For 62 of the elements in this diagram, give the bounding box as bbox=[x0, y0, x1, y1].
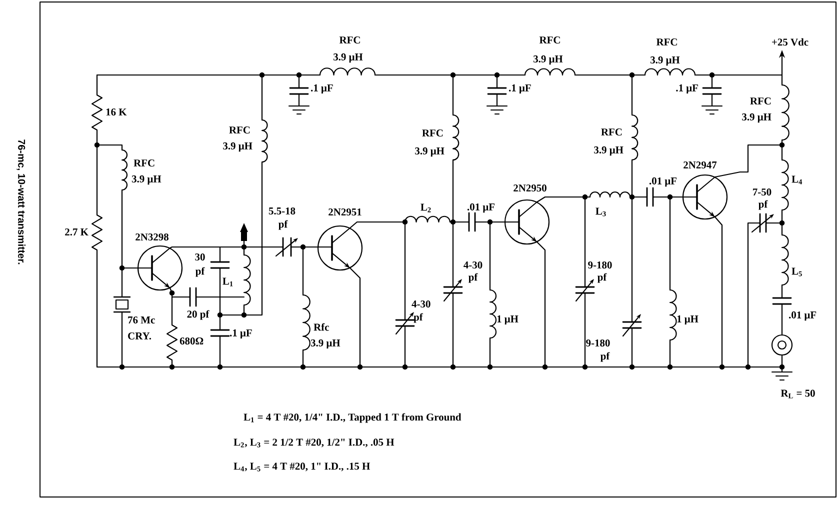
component-label: RFC bbox=[656, 38, 677, 46]
component-label: .1 μF bbox=[230, 329, 252, 339]
component-label: pf bbox=[468, 273, 478, 283]
component-label: +25 Vdc bbox=[772, 38, 808, 46]
component-label: 76 Mc bbox=[128, 316, 155, 324]
component-label: L$_{2}$ bbox=[420, 204, 431, 212]
figure-caption: 76-mc, 10-watt transmitter. bbox=[16, 140, 26, 264]
component-label: 3.9 μH bbox=[594, 146, 624, 156]
component-label: 3.9 μH bbox=[223, 142, 252, 152]
component-label: 3.9 μH bbox=[310, 339, 340, 349]
component-label: RFC bbox=[601, 128, 622, 136]
component-label: .1 μF bbox=[311, 84, 333, 94]
component-label: .1 μF bbox=[676, 84, 698, 94]
component-label: 2.7 K bbox=[65, 228, 88, 236]
component-label: 30 bbox=[195, 253, 205, 261]
component-label: 1 μH bbox=[677, 315, 698, 325]
note-text: L$_{4}$, L$_{5}$ = 4 T #20, 1" I.D., .15 H bbox=[234, 462, 370, 472]
component-label: .01 μF bbox=[789, 311, 816, 321]
component-label: 16 K bbox=[106, 108, 127, 116]
component-label: 3.9 μH bbox=[650, 56, 680, 66]
component-label: pf bbox=[597, 273, 607, 283]
component-label: Rfc bbox=[314, 323, 329, 331]
component-label: 3.9 μH bbox=[334, 53, 363, 63]
component-label: RFC bbox=[134, 159, 154, 167]
component-label: 4-30 bbox=[412, 300, 430, 308]
component-label: .1 μF bbox=[509, 84, 531, 94]
component-label: pf bbox=[414, 313, 423, 323]
component-label: 2N3298 bbox=[136, 233, 168, 241]
component-label: .01 μF bbox=[649, 177, 676, 187]
component-label: CRY. bbox=[128, 332, 152, 340]
component-label: RFC bbox=[422, 129, 443, 137]
component-label: pf bbox=[758, 200, 768, 210]
component-label: L$_{5}$ bbox=[792, 268, 802, 276]
note-text: L$_{2}$, L$_{3}$ = 2 1/2 T #20, 1/2" I.D., .05 H bbox=[234, 438, 394, 448]
component-label: RFC bbox=[539, 36, 560, 44]
component-label: pf bbox=[600, 352, 610, 362]
component-label: 2N2947 bbox=[684, 161, 717, 169]
component-label: 3.9 μH bbox=[742, 113, 772, 123]
component-label: 2N2951 bbox=[328, 208, 362, 216]
component-label: R$_{L}$ = 50 bbox=[780, 390, 815, 398]
component-label: 9-180 bbox=[588, 261, 612, 269]
component-label: L$_{3}$ bbox=[596, 208, 606, 216]
component-label: 5.5-18 bbox=[268, 207, 296, 215]
component-label: L$_{1}$ bbox=[222, 278, 233, 286]
component-label: RFC bbox=[750, 97, 771, 105]
component-label: 20 pf bbox=[187, 310, 210, 320]
component-label: 680Ω bbox=[180, 337, 204, 345]
component-label: pf bbox=[278, 220, 288, 230]
component-label: RFC bbox=[229, 126, 250, 134]
component-label: 1 μH bbox=[497, 315, 518, 325]
component-label: 3.9 μH bbox=[132, 175, 162, 185]
component-label: 3.9 μH bbox=[415, 147, 444, 157]
component-label: 3.9 μH bbox=[534, 55, 563, 65]
component-label: 2N2950 bbox=[514, 184, 546, 192]
component-label: L$_{4}$ bbox=[792, 176, 802, 184]
component-label: 7-50 bbox=[753, 188, 772, 196]
note-text: L$_{1}$ = 4 T #20, 1/4" I.D., Tapped 1 T from Ground bbox=[244, 413, 462, 423]
component-label: .01 μF bbox=[467, 203, 494, 213]
component-label: RFC bbox=[339, 36, 360, 44]
component-label: 4-30 bbox=[464, 261, 482, 269]
component-label: pf bbox=[195, 267, 205, 277]
component-label: 9-180 bbox=[586, 339, 610, 347]
